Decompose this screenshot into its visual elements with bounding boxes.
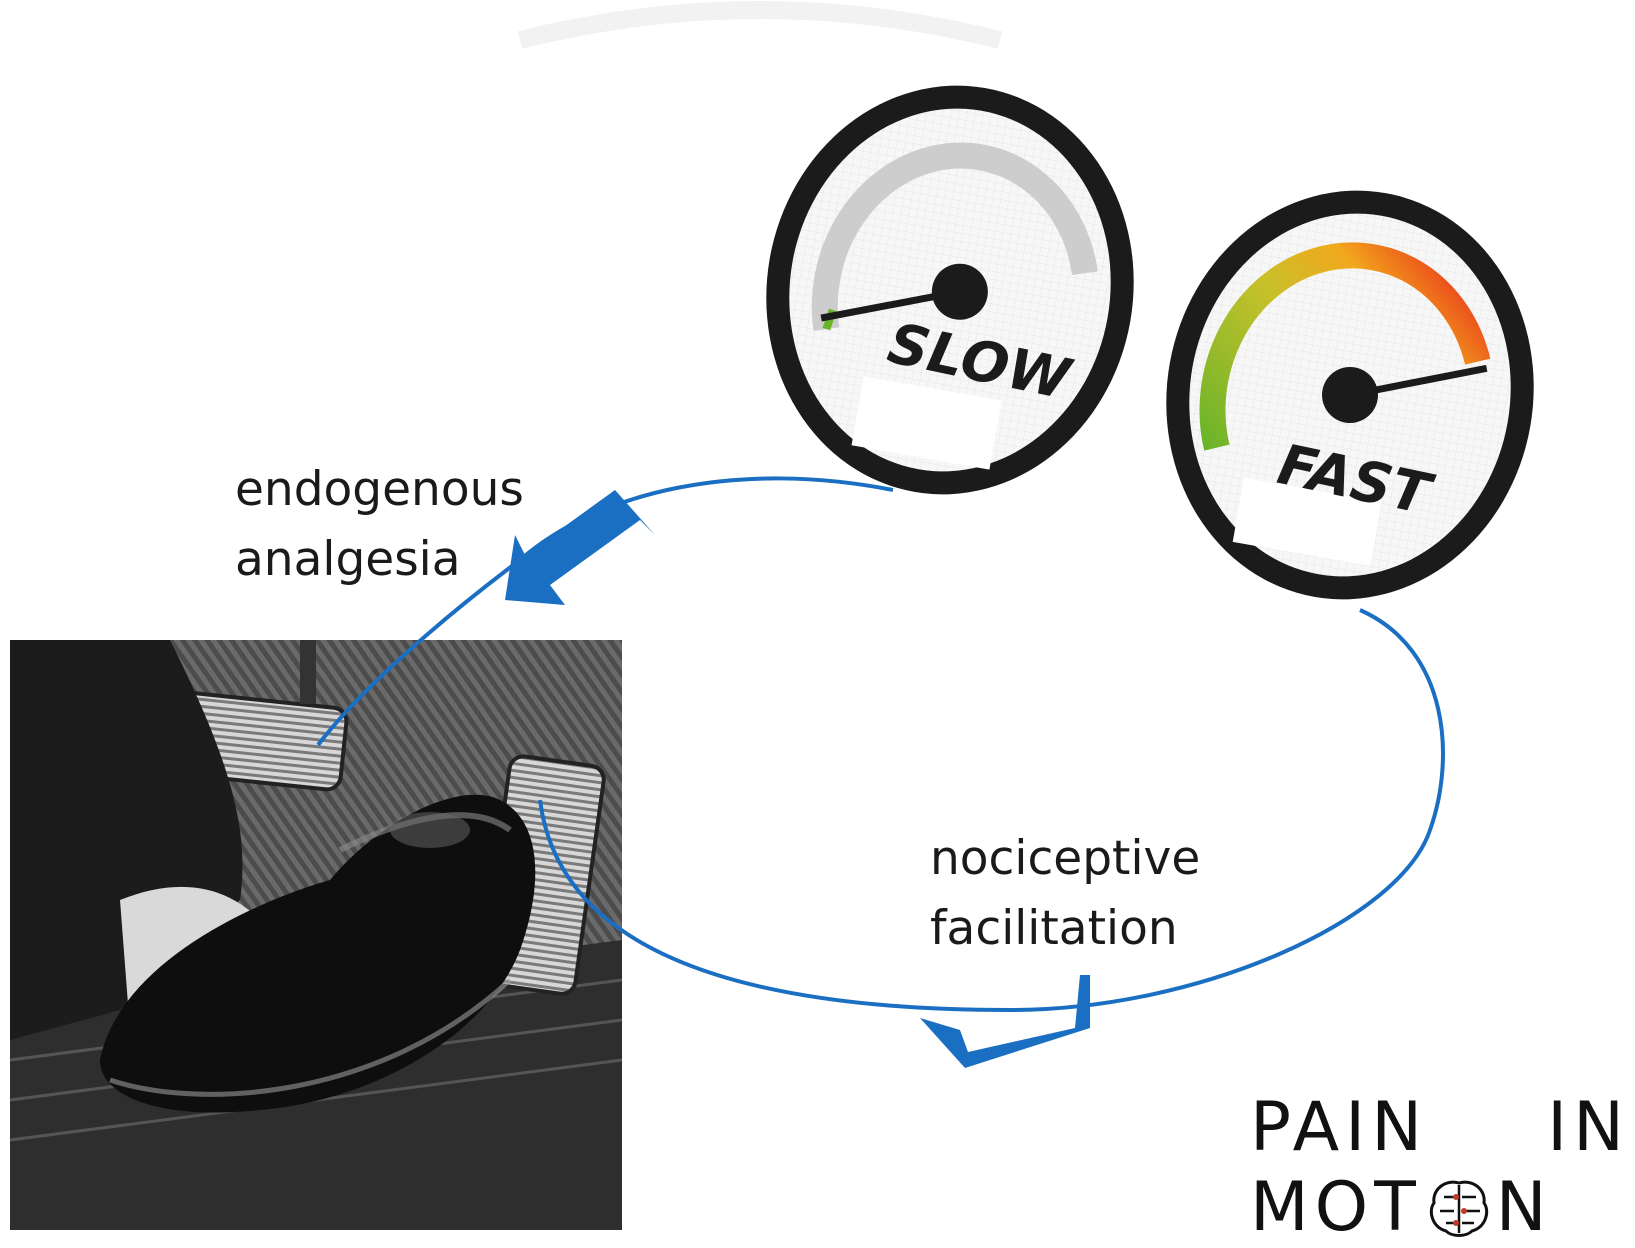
logo-word-mot: MOT [1250, 1168, 1422, 1247]
logo-line2: MOT N [1250, 1168, 1630, 1248]
analgesia-arrow [505, 490, 655, 605]
fast-gauge-hub [1322, 367, 1378, 423]
slow-gauge-hub [931, 263, 988, 320]
endogenous-analgesia-line1: endogenous [235, 462, 524, 517]
nociceptive-facilitation-line1: nociceptive [930, 831, 1201, 886]
logo-word-pain: PAIN [1250, 1088, 1429, 1167]
fast-gauge [1166, 190, 1534, 600]
pain-in-motion-logo: PAIN IN MOT N [1250, 1088, 1630, 1248]
brain-icon [1429, 1180, 1488, 1237]
facilitation-flow-line [538, 608, 1445, 1013]
slow-gauge-scale [811, 142, 1098, 331]
analgesia-flow [316, 476, 894, 747]
nociceptive-facilitation-label: nociceptive facilitation [930, 824, 1200, 964]
faint-top-arc [517, 1, 1003, 49]
pedal-photo [9, 640, 623, 1230]
fast-gauge-scale [1199, 242, 1491, 451]
logo-word-n: N [1495, 1168, 1553, 1247]
nociceptive-facilitation-line2: facilitation [930, 901, 1178, 956]
logo-line1: PAIN IN [1250, 1088, 1630, 1168]
facilitation-arrow [920, 975, 1090, 1068]
logo-word-in: IN [1547, 1088, 1630, 1167]
endogenous-analgesia-label: endogenous analgesia [235, 455, 524, 595]
facilitation-flow [538, 608, 1445, 1068]
shoe [100, 794, 536, 1113]
endogenous-analgesia-line2: analgesia [235, 532, 461, 587]
slow-gauge [766, 85, 1134, 495]
